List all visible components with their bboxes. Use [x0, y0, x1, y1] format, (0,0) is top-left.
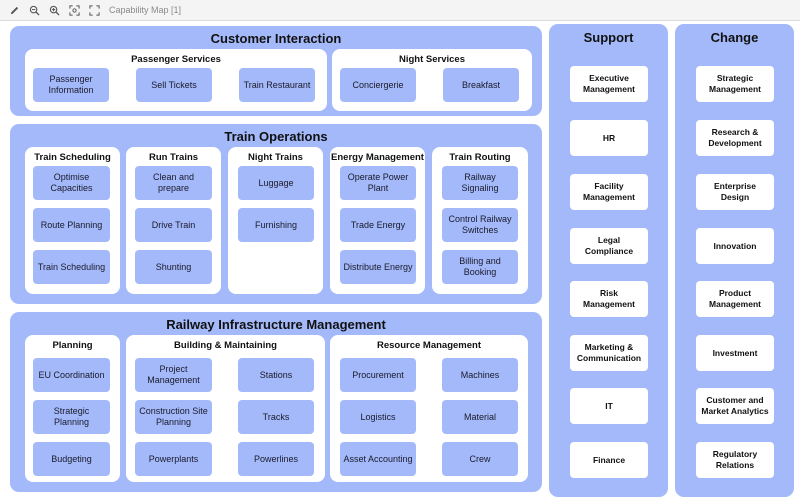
passenger-services-group: Passenger Services Passenger Information… — [25, 49, 327, 111]
zoom-out-icon[interactable] — [25, 2, 43, 18]
region-title: Support — [583, 30, 634, 45]
capability-regulatory-relations[interactable]: Regulatory Relations — [696, 442, 774, 478]
capability-marketing-communication[interactable]: Marketing & Communication — [570, 335, 648, 371]
building-maintaining-group: Building & Maintaining Project Managemen… — [126, 335, 325, 482]
capability-control-railway-switches[interactable]: Control Railway Switches — [442, 208, 518, 242]
capability-luggage[interactable]: Luggage — [238, 166, 314, 200]
capability-eu-coordination[interactable]: EU Coordination — [33, 358, 110, 392]
capability-finance[interactable]: Finance — [570, 442, 648, 478]
capability-billing-and-booking[interactable]: Billing and Booking — [442, 250, 518, 284]
night-services-group: Night Services Conciergerie Breakfast — [332, 49, 532, 111]
capability-procurement[interactable]: Procurement — [340, 358, 416, 392]
capability-furnishing[interactable]: Furnishing — [238, 208, 314, 242]
group-title: Energy Management — [331, 152, 424, 163]
region-title: Train Operations — [224, 129, 328, 144]
capability-investment[interactable]: Investment — [696, 335, 774, 371]
capability-train-scheduling[interactable]: Train Scheduling — [33, 250, 110, 284]
railway-infrastructure-region: Railway Infrastructure Management Planni… — [10, 312, 542, 492]
capability-map-canvas: Customer Interaction Passenger Services … — [0, 21, 800, 503]
capability-strategic-management[interactable]: Strategic Management — [696, 66, 774, 102]
zoom-in-icon[interactable] — [45, 2, 63, 18]
capability-optimise-capacities[interactable]: Optimise Capacities — [33, 166, 110, 200]
toolbar: Capability Map [1] — [0, 0, 800, 21]
train-scheduling-group: Train Scheduling Optimise Capacities Rou… — [25, 147, 120, 294]
capability-drive-train[interactable]: Drive Train — [135, 208, 212, 242]
capability-operate-power-plant[interactable]: Operate Power Plant — [340, 166, 416, 200]
capability-customer-market-analytics[interactable]: Customer and Market Analytics — [696, 388, 774, 424]
group-title: Planning — [52, 340, 93, 351]
energy-management-group: Energy Management Operate Power Plant Tr… — [330, 147, 425, 294]
capability-conciergerie[interactable]: Conciergerie — [340, 68, 416, 102]
group-title: Building & Maintaining — [174, 340, 277, 351]
region-title: Customer Interaction — [210, 31, 342, 46]
group-title: Night Trains — [248, 152, 303, 163]
capability-passenger-information[interactable]: Passenger Information — [33, 68, 109, 102]
capability-executive-management[interactable]: Executive Management — [570, 66, 648, 102]
fullscreen-icon[interactable] — [85, 2, 103, 18]
capability-shunting[interactable]: Shunting — [135, 250, 212, 284]
capability-asset-accounting[interactable]: Asset Accounting — [340, 442, 416, 476]
capability-railway-signaling[interactable]: Railway Signaling — [442, 166, 518, 200]
group-title: Train Routing — [449, 152, 511, 163]
capability-innovation[interactable]: Innovation — [696, 228, 774, 264]
region-title: Change — [710, 30, 759, 45]
capability-research-development[interactable]: Research & Development — [696, 120, 774, 156]
group-title: Resource Management — [376, 340, 481, 351]
group-title: Passenger Services — [131, 54, 221, 65]
capability-sell-tickets[interactable]: Sell Tickets — [136, 68, 212, 102]
train-operations-region: Train Operations Train Scheduling Optimi… — [10, 124, 542, 304]
change-region: Change Strategic Management Research & D… — [675, 24, 794, 497]
capability-budgeting[interactable]: Budgeting — [33, 442, 110, 476]
planning-group: Planning EU Coordination Strategic Plann… — [25, 335, 120, 482]
capability-risk-management[interactable]: Risk Management — [570, 281, 648, 317]
capability-it[interactable]: IT — [570, 388, 648, 424]
region-title: Railway Infrastructure Management — [166, 317, 386, 332]
capability-stations[interactable]: Stations — [238, 358, 314, 392]
capability-distribute-energy[interactable]: Distribute Energy — [340, 250, 416, 284]
capability-construction-site-planning[interactable]: Construction Site Planning — [135, 400, 212, 434]
resource-management-group: Resource Management Procurement Machines… — [330, 335, 528, 482]
capability-enterprise-design[interactable]: Enterprise Design — [696, 174, 774, 210]
night-trains-group: Night Trains Luggage Furnishing — [228, 147, 323, 294]
capability-logistics[interactable]: Logistics — [340, 400, 416, 434]
run-trains-group: Run Trains Clean and prepare Drive Train… — [126, 147, 221, 294]
capability-crew[interactable]: Crew — [442, 442, 518, 476]
support-region: Support Executive Management HR Facility… — [549, 24, 668, 497]
capability-breakfast[interactable]: Breakfast — [443, 68, 519, 102]
capability-powerlines[interactable]: Powerlines — [238, 442, 314, 476]
capability-machines[interactable]: Machines — [442, 358, 518, 392]
pencil-icon[interactable] — [5, 2, 23, 18]
capability-tracks[interactable]: Tracks — [238, 400, 314, 434]
capability-strategic-planning[interactable]: Strategic Planning — [33, 400, 110, 434]
capability-facility-management[interactable]: Facility Management — [570, 174, 648, 210]
customer-interaction-region: Customer Interaction Passenger Services … — [10, 26, 542, 116]
train-routing-group: Train Routing Railway Signaling Control … — [432, 147, 528, 294]
group-title: Night Services — [399, 54, 465, 65]
capability-material[interactable]: Material — [442, 400, 518, 434]
capability-project-management[interactable]: Project Management — [135, 358, 212, 392]
group-title: Train Scheduling — [34, 152, 111, 163]
capability-powerplants[interactable]: Powerplants — [135, 442, 212, 476]
capability-legal-compliance[interactable]: Legal Compliance — [570, 228, 648, 264]
view-title: Capability Map [1] — [109, 5, 182, 15]
capability-clean-and-prepare[interactable]: Clean and prepare — [135, 166, 212, 200]
fit-to-screen-icon[interactable] — [65, 2, 83, 18]
capability-train-restaurant[interactable]: Train Restaurant — [239, 68, 315, 102]
capability-product-management[interactable]: Product Management — [696, 281, 774, 317]
capability-trade-energy[interactable]: Trade Energy — [340, 208, 416, 242]
capability-hr[interactable]: HR — [570, 120, 648, 156]
capability-route-planning[interactable]: Route Planning — [33, 208, 110, 242]
group-title: Run Trains — [148, 152, 199, 163]
